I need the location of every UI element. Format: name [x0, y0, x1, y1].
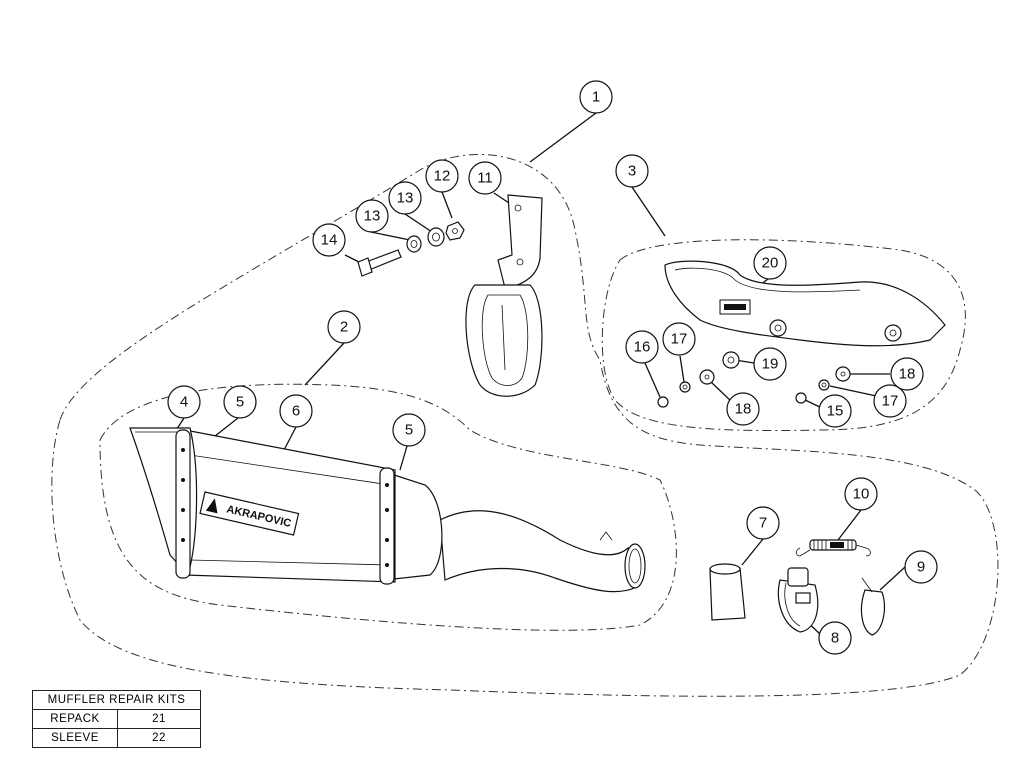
svg-text:8: 8: [831, 630, 839, 647]
link-pipe: [439, 510, 641, 593]
link-pipe-outlet: [624, 543, 646, 589]
svg-text:5: 5: [405, 422, 413, 439]
svg-text:7: 7: [759, 515, 767, 532]
svg-text:2: 2: [340, 319, 348, 336]
table-row: REPACK 21: [32, 709, 201, 729]
callouts: 1 2 3 4 5 5 6 7 8 9 10 11 12 13 13 14 15…: [167, 80, 938, 655]
screw-15: [795, 392, 807, 404]
svg-text:4: 4: [180, 394, 188, 411]
callout-11: 11: [468, 161, 502, 195]
callout-8: 8: [818, 621, 852, 655]
svg-text:1: 1: [592, 89, 600, 106]
svg-text:3: 3: [628, 163, 636, 180]
callout-13a: 13: [388, 181, 422, 215]
nut: [445, 221, 465, 241]
svg-text:18: 18: [735, 401, 752, 418]
svg-text:12: 12: [434, 168, 451, 185]
callout-18b: 18: [890, 357, 924, 391]
kit-label: REPACK: [32, 709, 118, 729]
callout-17b: 17: [873, 384, 907, 418]
kit-number: 22: [117, 728, 201, 748]
svg-text:9: 9: [917, 559, 925, 576]
pipe-clamp: [777, 567, 819, 633]
table-row: SLEEVE 22: [32, 728, 201, 748]
group-outline-heatshield: [601, 239, 966, 432]
kit-label: SLEEVE: [32, 728, 118, 748]
callout-9: 9: [904, 550, 938, 584]
bolt: [365, 249, 402, 271]
callout-5b: 5: [392, 413, 426, 447]
muffler-assembly: AKRAPOVIC: [129, 427, 646, 593]
svg-text:18: 18: [899, 366, 916, 383]
callout-16: 16: [625, 330, 659, 364]
svg-text:6: 6: [292, 403, 300, 420]
screw-16: [657, 396, 669, 408]
end-cap-cone: [384, 471, 443, 581]
svg-text:16: 16: [634, 339, 651, 356]
repair-kits-header-row: MUFFLER REPAIR KITS: [32, 690, 201, 710]
heat-shield: [664, 260, 946, 347]
svg-text:17: 17: [882, 393, 899, 410]
callout-18a: 18: [726, 392, 760, 426]
callout-5a: 5: [223, 385, 257, 419]
grommet-19: [722, 351, 740, 369]
group-outline-full: [51, 154, 999, 697]
bolt-hardware: [357, 221, 465, 277]
svg-text:15: 15: [827, 403, 844, 420]
callout-10: 10: [844, 477, 878, 511]
callout-13b: 13: [355, 199, 389, 233]
svg-text:5: 5: [236, 394, 244, 411]
callout-20: 20: [753, 246, 787, 280]
repair-kits-title: MUFFLER REPAIR KITS: [32, 690, 201, 710]
svg-text:19: 19: [762, 356, 779, 373]
link-pipe-spring-hook: [599, 531, 613, 541]
washer-small: [427, 227, 445, 247]
callout-2: 2: [327, 310, 361, 344]
joint-sleeve: [709, 563, 746, 621]
svg-text:13: 13: [397, 190, 414, 207]
washer-large: [406, 235, 422, 253]
callout-19: 19: [753, 347, 787, 381]
svg-text:10: 10: [853, 486, 870, 503]
callout-12: 12: [425, 159, 459, 193]
mounting-spring: [795, 539, 871, 557]
callout-15: 15: [818, 394, 852, 428]
callout-4: 4: [167, 385, 201, 419]
svg-text:14: 14: [321, 232, 338, 249]
callout-3: 3: [615, 154, 649, 188]
svg-text:13: 13: [364, 208, 381, 225]
callout-17a: 17: [662, 322, 696, 356]
svg-text:11: 11: [477, 170, 493, 187]
heat-shield-hardware: [657, 351, 851, 408]
band-clamp: [860, 577, 885, 636]
clamp-band-rear: [379, 467, 395, 585]
svg-text:20: 20: [762, 255, 779, 272]
callout-7: 7: [746, 506, 780, 540]
callout-6: 6: [279, 394, 313, 428]
callout-1: 1: [579, 80, 613, 114]
callout-14: 14: [312, 223, 346, 257]
clamp-band-front: [175, 429, 191, 579]
hanger-bracket: [465, 194, 543, 397]
repair-kits-table: MUFFLER REPAIR KITS REPACK 21 SLEEVE 22: [32, 690, 201, 748]
kit-number: 21: [117, 709, 201, 729]
group-outline-muffler: [99, 383, 677, 631]
svg-text:17: 17: [671, 331, 688, 348]
